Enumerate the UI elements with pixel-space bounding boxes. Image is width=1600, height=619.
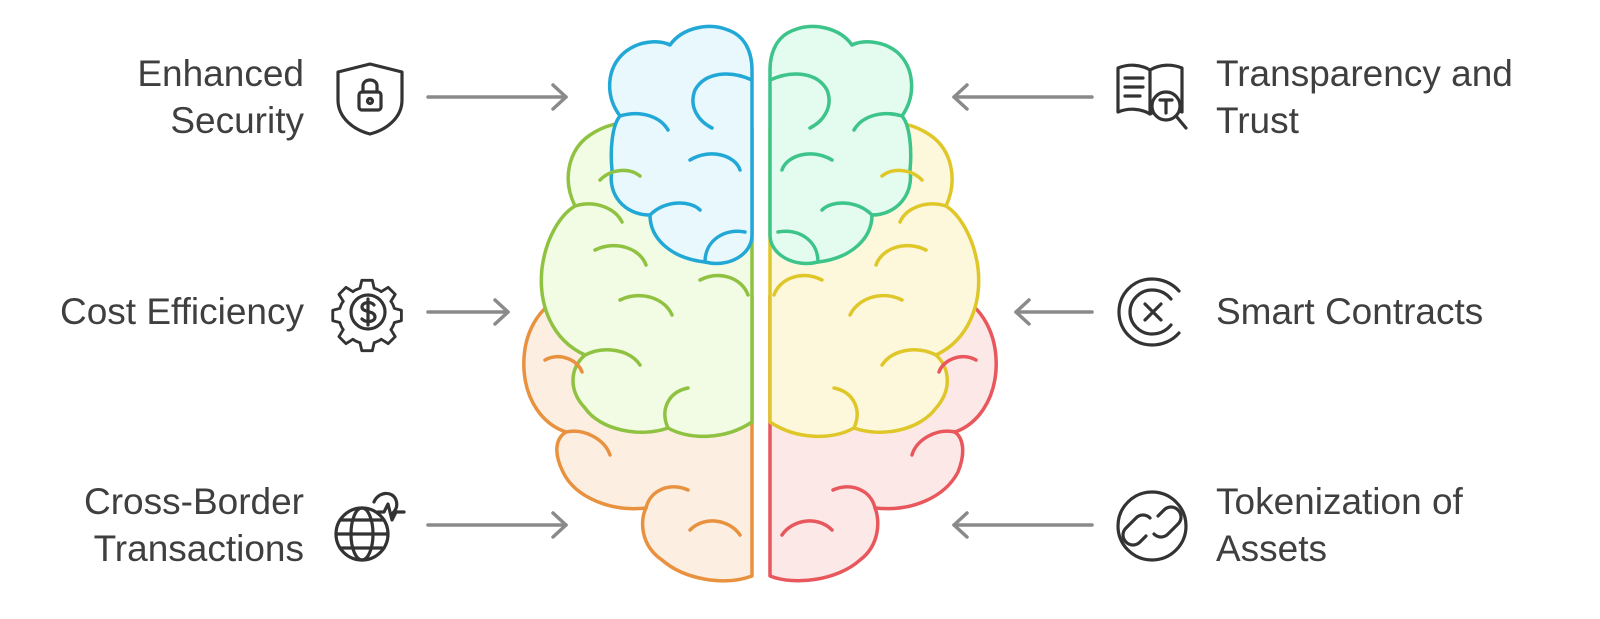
arrow-tokenization [952,511,1094,539]
label-line: Smart Contracts [1216,291,1484,332]
arrow-enhanced-security [426,83,568,111]
brain-gyri-right-green [768,72,904,264]
chain-link-icon [1116,490,1188,562]
label-tokenization-of-assets: Tokenization of Assets [1216,478,1463,572]
label-enhanced-security: Enhanced Security [137,50,304,144]
label-line: Trust [1216,100,1299,141]
brain-gyri-left-orange [543,355,742,537]
brain-gyri-left-lime [573,168,750,430]
brain-illustration [522,24,998,583]
brain-gyri-right-red [780,355,978,537]
label-line: Cost Efficiency [59,291,304,332]
shield-lock-icon [336,62,404,136]
label-smart-contracts: Smart Contracts [1216,288,1483,335]
label-line: Enhanced [137,53,304,94]
arrow-cost-efficiency [426,298,510,326]
label-line: Cross-Border [84,481,304,522]
label-line: Transparency and [1216,53,1513,94]
label-cross-border-transactions: Cross-Border Transactions [84,478,304,572]
label-line: Tokenization of [1216,481,1463,522]
arrow-smart-contracts [1014,298,1094,326]
brain-gyri-right-yellow [772,168,948,430]
label-line: Transactions [93,528,304,569]
label-line: Assets [1216,528,1328,569]
arrow-cross-border [426,511,568,539]
label-line: Security [170,100,304,141]
contract-x-icon [1117,277,1181,347]
brain-gyri-left-blue [618,72,754,264]
label-transparency-and-trust: Transparency and Trust [1216,50,1513,144]
arrow-transparency [952,83,1094,111]
arrows [426,83,1094,539]
globe-heartbeat-icon [334,491,406,562]
gear-dollar-icon [331,278,403,353]
label-cost-efficiency: Cost Efficiency [60,288,304,335]
book-search-icon [1116,63,1188,130]
